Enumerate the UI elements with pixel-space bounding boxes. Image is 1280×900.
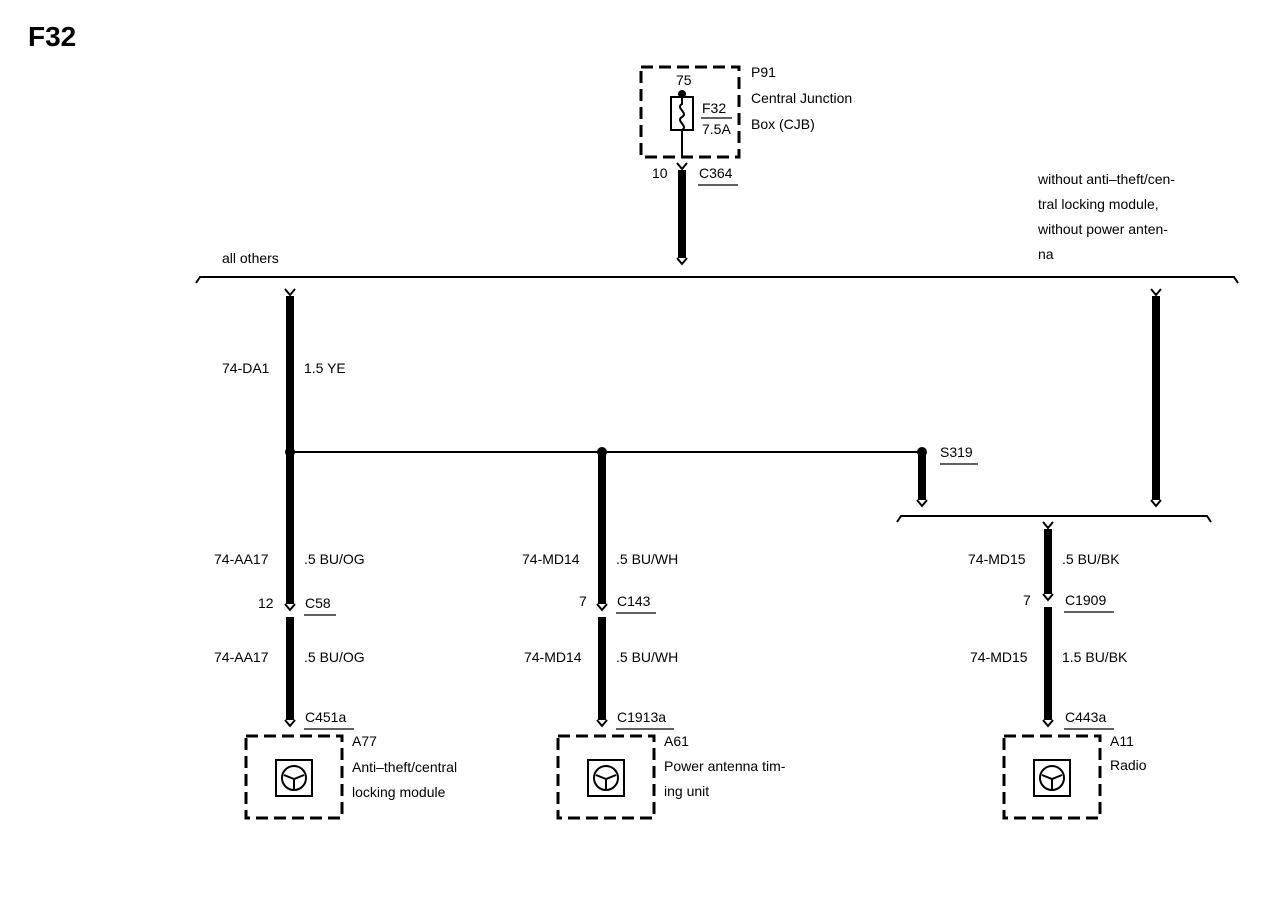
radio-option-bracket bbox=[896, 515, 1212, 523]
radio-break-mark bbox=[1042, 521, 1054, 530]
branch-1-circuit-bottom: 74-AA17 bbox=[214, 649, 269, 665]
fuse-name: F32 bbox=[702, 100, 726, 116]
a61-name-line1: Power antenna tim- bbox=[664, 758, 786, 774]
c1913a-label: C1913a bbox=[617, 709, 666, 725]
c443a-connector-mark bbox=[1042, 719, 1054, 728]
branch-anti-theft: 74-AA17 .5 BU/OG 12 C58 74-AA17 .5 BU/OG… bbox=[214, 452, 457, 820]
module-icon bbox=[587, 759, 625, 797]
trunk-circuit: 74-DA1 bbox=[222, 360, 270, 376]
branch-3-circuit-bottom: 74-MD15 bbox=[970, 649, 1028, 665]
trunk-break-mark bbox=[284, 288, 296, 297]
c58-pin: 12 bbox=[258, 595, 274, 611]
branch-3-wire-top: .5 BU/BK bbox=[1062, 551, 1120, 567]
branch-3-wire-bottom: 1.5 BU/BK bbox=[1062, 649, 1128, 665]
cjb-outline bbox=[639, 65, 741, 159]
c364-pin: 10 bbox=[652, 165, 668, 181]
a77-name-line2: locking module bbox=[352, 784, 446, 800]
feed-break-mark bbox=[676, 257, 688, 266]
central-junction-box: 75 F32 7.5A P91 Central Junction Box (CJ… bbox=[639, 64, 852, 159]
c443a-label: C443a bbox=[1065, 709, 1106, 725]
right-option-break-top bbox=[1150, 288, 1162, 297]
c451a-label: C451a bbox=[305, 709, 346, 725]
cjb-name-line1: Central Junction bbox=[751, 90, 852, 106]
branch-3-circuit-top: 74-MD15 bbox=[968, 551, 1026, 567]
bus-right-label-line4: na bbox=[1038, 246, 1054, 262]
branch-radio: 74-MD15 .5 BU/BK 7 C1909 74-MD15 1.5 BU/… bbox=[968, 521, 1147, 820]
bus-right-label-line2: tral locking module, bbox=[1038, 196, 1159, 212]
module-icon bbox=[275, 759, 313, 797]
a61-name-line2: ing unit bbox=[664, 783, 709, 799]
module-icon bbox=[1033, 759, 1071, 797]
a61-module-outline bbox=[556, 734, 656, 820]
c1909-pin: 7 bbox=[1023, 592, 1031, 608]
bus-right-label-line3: without power anten- bbox=[1037, 221, 1168, 237]
c1913a-connector-mark bbox=[596, 719, 608, 728]
a77-module-outline bbox=[244, 734, 344, 820]
a11-module-outline bbox=[1002, 734, 1102, 820]
branch-1-wire-bottom: .5 BU/OG bbox=[304, 649, 365, 665]
a77-name-line1: Anti–theft/central bbox=[352, 759, 457, 775]
a77-id: A77 bbox=[352, 733, 377, 749]
fuse-element-icon bbox=[679, 97, 685, 131]
branch-power-antenna: 74-MD14 .5 BU/WH 7 C143 74-MD14 .5 BU/WH… bbox=[522, 452, 786, 820]
c143-connector-mark bbox=[596, 603, 608, 612]
s319-break-mark bbox=[916, 499, 928, 508]
a61-id: A61 bbox=[664, 733, 689, 749]
c451a-connector-mark bbox=[284, 719, 296, 728]
splice-label: S319 bbox=[940, 444, 973, 460]
branch-2-wire-bottom: .5 BU/WH bbox=[616, 649, 678, 665]
branch-1-circuit-top: 74-AA17 bbox=[214, 551, 269, 567]
c143-pin: 7 bbox=[579, 593, 587, 609]
branch-2-wire-top: .5 BU/WH bbox=[616, 551, 678, 567]
page-title: F32 bbox=[28, 21, 76, 52]
branch-2-circuit-top: 74-MD14 bbox=[522, 551, 580, 567]
branch-1-wire-top: .5 BU/OG bbox=[304, 551, 365, 567]
cjb-id: P91 bbox=[751, 64, 776, 80]
trunk-wire-spec: 1.5 YE bbox=[304, 360, 346, 376]
c58-connector-mark bbox=[284, 603, 296, 612]
fuse-rating: 7.5A bbox=[702, 121, 731, 137]
a11-name: Radio bbox=[1110, 757, 1147, 773]
c364-connector-mark bbox=[676, 162, 688, 171]
option-bus-bracket bbox=[195, 276, 1239, 284]
c364-label: C364 bbox=[699, 165, 733, 181]
c1909-connector-mark bbox=[1042, 593, 1054, 602]
right-option-break-bottom bbox=[1150, 499, 1162, 508]
a11-id: A11 bbox=[1110, 733, 1134, 749]
c1909-label: C1909 bbox=[1065, 592, 1106, 608]
c143-label: C143 bbox=[617, 593, 651, 609]
branch-2-circuit-bottom: 74-MD14 bbox=[524, 649, 582, 665]
bus-left-label: all others bbox=[222, 250, 279, 266]
bus-right-label-line1: without anti–theft/cen- bbox=[1037, 171, 1175, 187]
cjb-name-line2: Box (CJB) bbox=[751, 116, 815, 132]
cjb-pin-label: 75 bbox=[676, 72, 692, 88]
c58-label: C58 bbox=[305, 595, 331, 611]
